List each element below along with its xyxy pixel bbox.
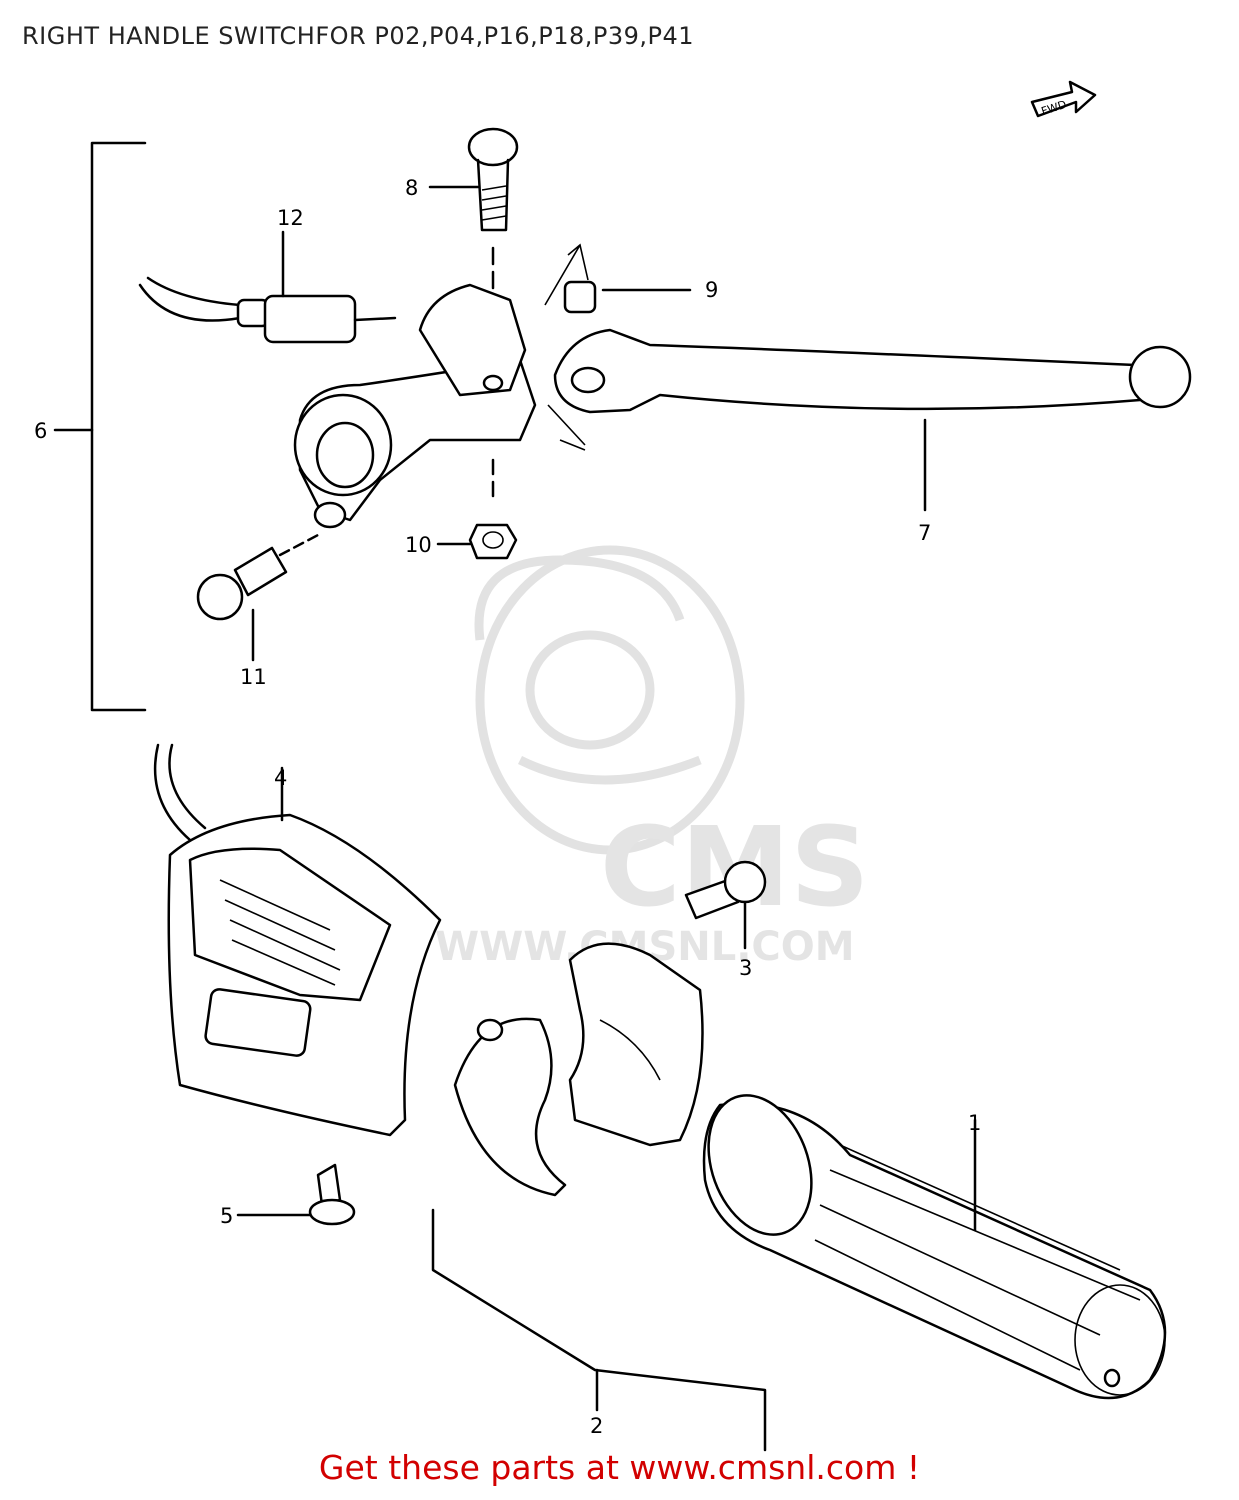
page-title: RIGHT HANDLE SWITCHFOR P02,P04,P16,P18,P…	[22, 22, 695, 50]
callout-7: 7	[918, 521, 931, 545]
callout-4: 4	[274, 766, 287, 790]
footer-text[interactable]: Get these parts at www.cmsnl.com !	[318, 1448, 921, 1487]
switch-housing-part-4	[153, 743, 442, 1137]
callout-6: 6	[34, 419, 47, 443]
footer-link[interactable]: Get these parts at www.cmsnl.com !	[0, 1448, 1239, 1487]
fwd-arrow-icon: FWD	[1030, 80, 1097, 118]
clamp-part-2	[431, 942, 767, 1452]
collar-part-9	[544, 243, 692, 314]
throttle-grip-part-1	[702, 1094, 1167, 1400]
callout-11: 11	[240, 665, 267, 689]
bracket-6	[90, 141, 147, 712]
brake-lever-part-7	[547, 328, 1192, 512]
callout-8: 8	[405, 176, 418, 200]
callout-3: 3	[739, 956, 752, 980]
lever-holder-part-6	[293, 283, 537, 529]
front-brake-switch-part-12	[138, 230, 397, 344]
nut-part-10	[436, 458, 518, 560]
callout-5: 5	[220, 1204, 233, 1228]
fwd-label: FWD	[1040, 98, 1068, 118]
screw-part-11	[196, 533, 320, 662]
screw-part-5	[236, 1163, 356, 1226]
callout-1: 1	[968, 1111, 981, 1135]
callout-2: 2	[590, 1414, 603, 1438]
callout-9: 9	[705, 278, 718, 302]
screw-part-3	[684, 860, 767, 950]
cms-watermark: CMS WWW.CMSNL.COM	[435, 545, 869, 970]
callout-10: 10	[405, 533, 432, 557]
callout-12: 12	[277, 206, 304, 230]
